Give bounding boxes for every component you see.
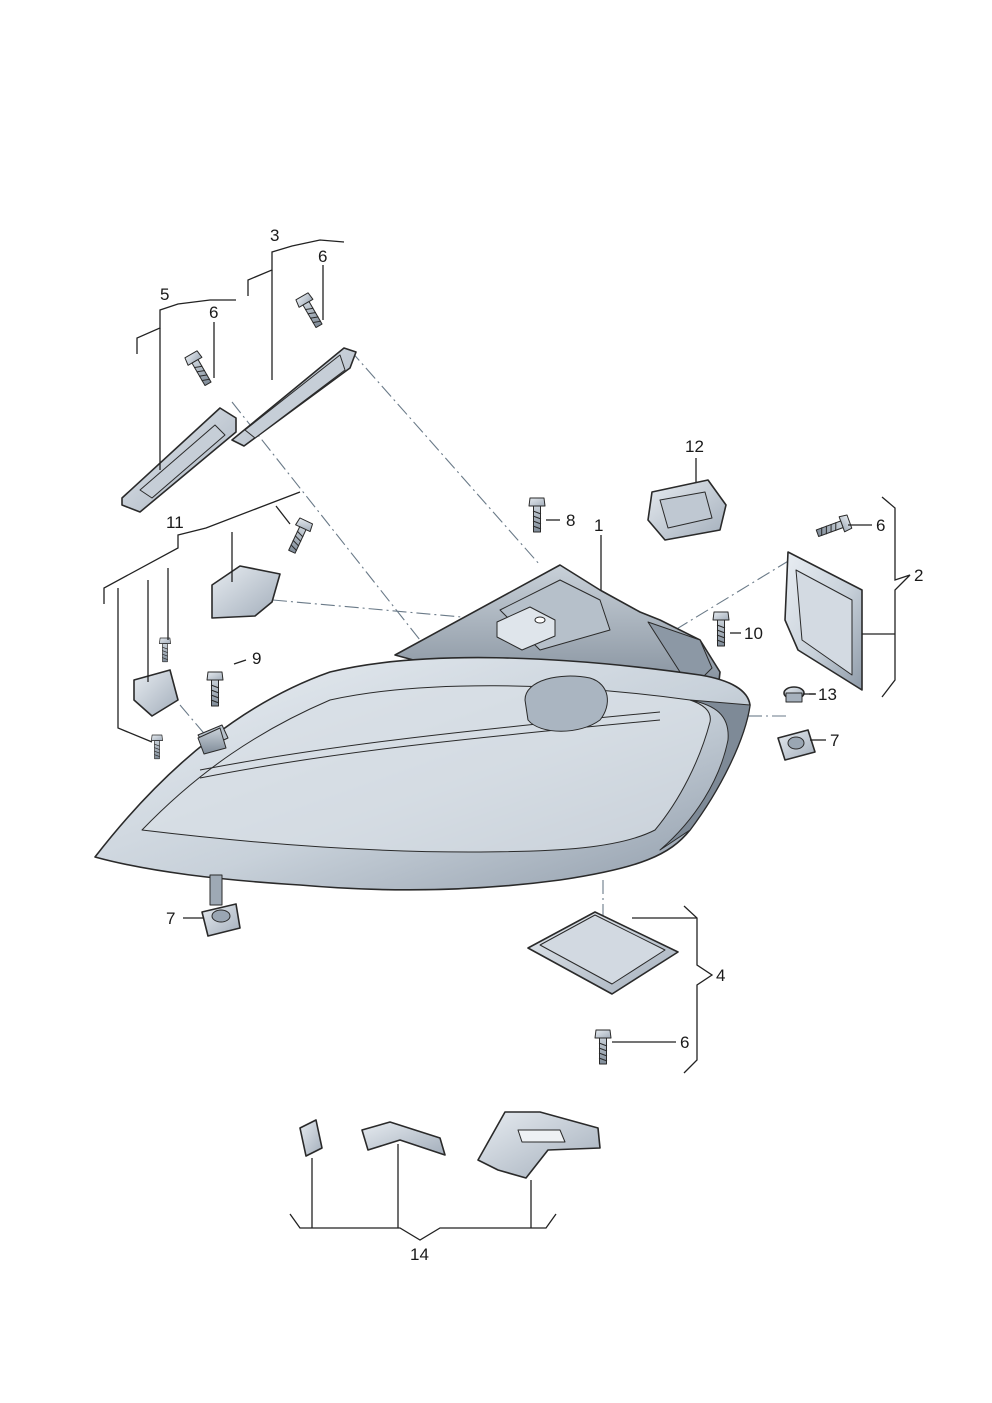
screw-6-top-left — [183, 349, 216, 389]
cover-part-3 — [231, 347, 357, 447]
ballast-part-4 — [527, 911, 679, 995]
screw-6-top-right — [294, 291, 327, 331]
callout-14: 14 — [410, 1245, 429, 1264]
callout-4: 4 — [716, 966, 725, 985]
callout-11: 11 — [166, 513, 184, 532]
callout-12: 12 — [685, 437, 704, 456]
callout-5: 5 — [160, 285, 169, 304]
callout-7-right: 7 — [830, 731, 839, 750]
screw-8 — [528, 497, 546, 533]
callout-labels: 5 3 6 6 11 9 8 1 12 10 6 2 13 7 7 4 6 14 — [160, 226, 923, 1264]
callout-9: 9 — [252, 649, 261, 668]
adjuster-part-7-left — [201, 903, 241, 937]
screw-6-right — [814, 513, 853, 542]
callout-1: 1 — [594, 516, 603, 535]
cap-part-13 — [783, 686, 805, 703]
callout-13: 13 — [818, 685, 837, 704]
callout-6-right: 6 — [876, 516, 885, 535]
screw-11-small-b — [151, 734, 163, 760]
bracket-part-11 — [133, 565, 281, 755]
callout-6-top-right: 6 — [318, 247, 327, 266]
screw-6-bottom — [594, 1029, 612, 1065]
cover-part-2 — [784, 551, 863, 691]
leader-lines — [103, 239, 911, 1241]
callout-8: 8 — [566, 511, 575, 530]
callout-6-top-left: 6 — [209, 303, 218, 322]
screw-11-small-a — [159, 637, 171, 663]
callout-6-bottom: 6 — [680, 1033, 689, 1052]
cover-part-5 — [121, 407, 237, 513]
callout-2: 2 — [914, 566, 923, 585]
screw-10 — [712, 611, 730, 647]
callout-3: 3 — [270, 226, 279, 245]
brackets-part-14 — [299, 1111, 601, 1179]
adjuster-part-7-right — [777, 729, 816, 761]
callout-10: 10 — [744, 624, 763, 643]
headlight-assembly — [94, 564, 751, 906]
screw-9 — [206, 671, 224, 707]
callout-7-left: 7 — [166, 909, 175, 928]
connector-part-12 — [647, 479, 727, 541]
